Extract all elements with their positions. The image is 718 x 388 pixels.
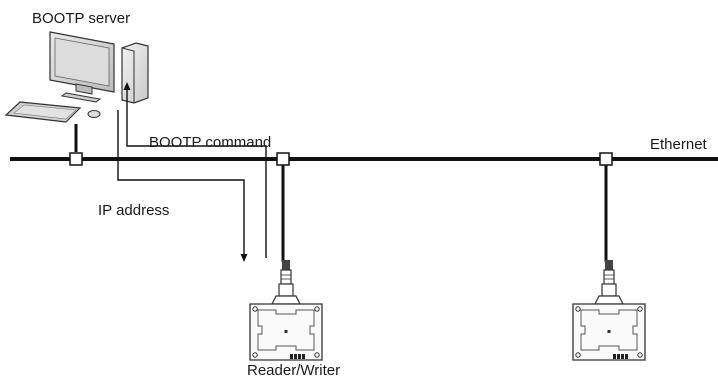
reader-writer-device-1 bbox=[249, 259, 323, 361]
bootp-server-label: BOOTP server bbox=[32, 10, 131, 27]
tap-rw-1 bbox=[276, 152, 290, 166]
tap-rw-2 bbox=[599, 152, 613, 166]
bootp-command-arrow bbox=[123, 82, 267, 258]
ethernet-label: Ethernet bbox=[650, 136, 707, 153]
ip-address-arrow bbox=[117, 110, 248, 262]
reader-writer-device-2 bbox=[572, 259, 646, 361]
ip-address-label: IP address bbox=[98, 202, 170, 219]
tap-server bbox=[69, 152, 83, 166]
reader-writer-label: Reader/Writer bbox=[247, 362, 341, 379]
computer-icon bbox=[4, 31, 149, 123]
bootp-command-label: BOOTP command bbox=[149, 134, 272, 151]
